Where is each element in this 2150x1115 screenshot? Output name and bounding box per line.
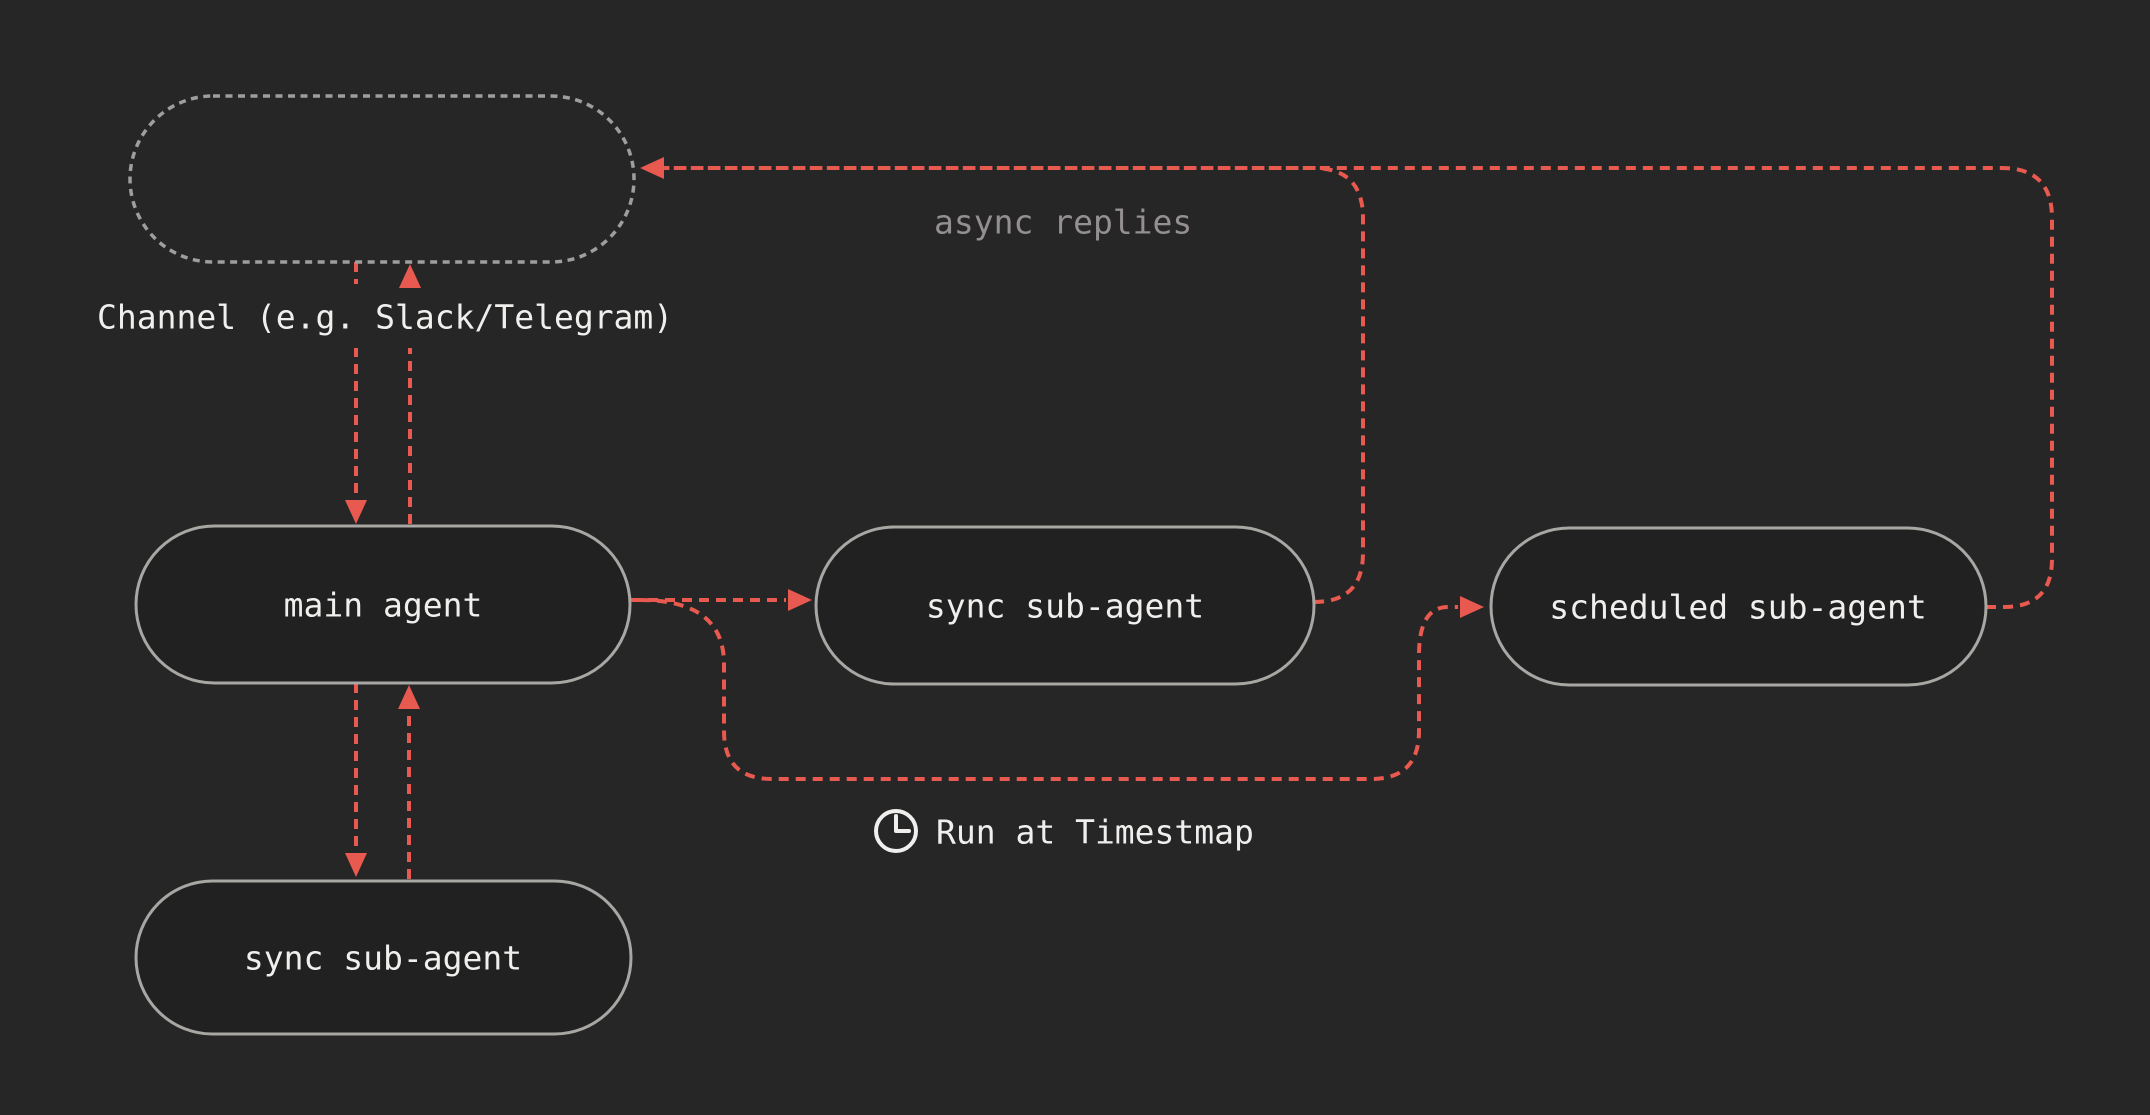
run-at-annotation-group: Run at Timestmap xyxy=(874,809,1254,853)
node-channel-placeholder xyxy=(128,94,636,264)
clock-icon xyxy=(874,809,918,853)
node-scheduled-sub-agent xyxy=(1489,526,1988,687)
async-replies-annotation: async replies xyxy=(934,203,1192,242)
channel-label-backdrop xyxy=(86,284,678,348)
node-sync-sub-agent xyxy=(814,525,1316,686)
node-main-agent-label: main agent xyxy=(284,586,483,625)
arrowhead-into-main-bottom xyxy=(398,685,420,709)
edge-scheduled-to-channel-async xyxy=(664,166,2054,609)
arrowhead-into-scheduled-left xyxy=(1460,596,1484,618)
channel-annotation: Channel (e.g. Slack/Telegram) xyxy=(97,298,673,337)
arrowhead-into-main-top xyxy=(345,500,367,524)
node-sync-sub-agent-label: sync sub-agent xyxy=(926,587,1204,626)
run-at-annotation: Run at Timestmap xyxy=(936,813,1254,852)
clock-icon-hands xyxy=(894,814,911,833)
node-sync-sub-agent-bottom xyxy=(134,879,633,1036)
arrowhead-into-sync-bottom-top xyxy=(345,853,367,877)
node-scheduled-sub-agent-label: scheduled sub-agent xyxy=(1549,588,1927,627)
node-main-agent xyxy=(134,524,632,685)
edge-sync-to-channel-async xyxy=(664,166,1365,604)
node-sync-sub-agent-bottom-label: sync sub-agent xyxy=(244,939,522,978)
arrowhead-into-channel-right xyxy=(640,157,664,179)
arrowhead-into-channel-bottom xyxy=(399,264,421,288)
edge-main-to-scheduled xyxy=(639,598,1458,781)
arrowhead-into-sync-left xyxy=(788,589,812,611)
